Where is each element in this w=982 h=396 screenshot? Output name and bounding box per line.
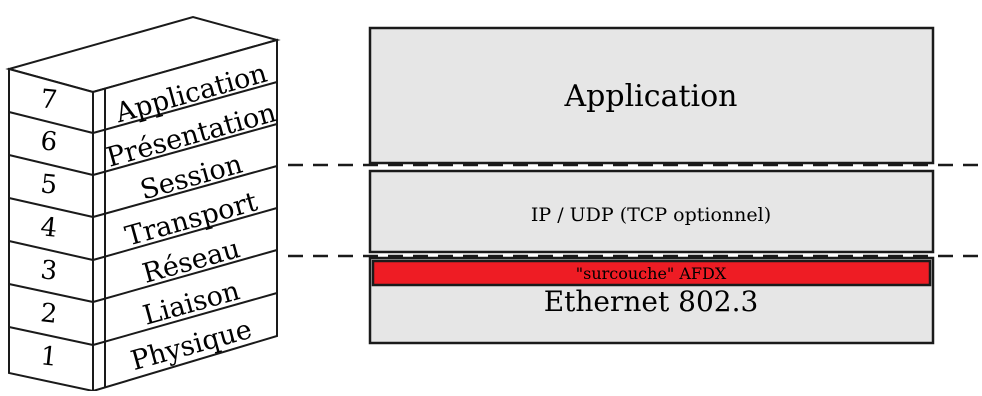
boundary-lines xyxy=(288,163,982,258)
separator-right-1 xyxy=(92,81,278,134)
application-box xyxy=(368,26,935,165)
osi-stack-right-face xyxy=(92,38,278,393)
osi-layer-separators xyxy=(8,81,278,346)
separator-left-6 xyxy=(8,326,94,346)
layer-number-1: 1 xyxy=(39,341,59,373)
application-label: Application xyxy=(564,79,738,114)
separator-left-2 xyxy=(8,154,94,176)
osi-layer-numbers: 7 6 5 4 3 2 1 xyxy=(39,84,59,373)
separator-right-5 xyxy=(92,249,278,303)
afdx-overlay-label: "surcouche" AFDX xyxy=(576,264,727,283)
afdx-labels: Application IP / UDP (TCP optionnel) "su… xyxy=(531,79,771,318)
separator-right-2 xyxy=(92,123,278,176)
layer-number-4: 4 xyxy=(39,212,59,244)
layer-number-6: 6 xyxy=(39,126,59,158)
layer-number-2: 2 xyxy=(39,298,59,330)
separator-left-5 xyxy=(8,283,94,303)
ethernet-label: Ethernet 802.3 xyxy=(544,285,759,318)
ip-udp-box xyxy=(368,169,935,254)
separator-left-3 xyxy=(8,197,94,218)
afdx-stack xyxy=(368,26,935,345)
afdx-overlay-box xyxy=(371,259,932,287)
separator-right-4 xyxy=(92,207,278,261)
separator-left-1 xyxy=(8,111,94,134)
layer-number-5: 5 xyxy=(39,169,59,201)
layer-number-7: 7 xyxy=(39,84,59,116)
ip-udp-label: IP / UDP (TCP optionnel) xyxy=(531,204,771,226)
separator-right-6 xyxy=(92,292,278,346)
separator-left-4 xyxy=(8,240,94,261)
osi-stack xyxy=(5,15,281,393)
layer-number-3: 3 xyxy=(39,255,59,287)
separator-right-3 xyxy=(92,165,278,218)
